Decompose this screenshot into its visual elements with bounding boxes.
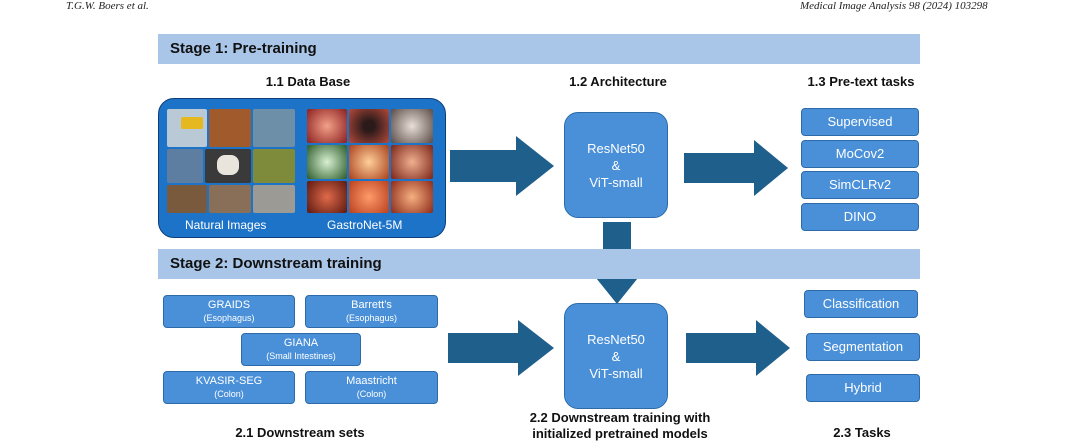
arrow-database-to-arch [450,136,554,196]
dataset-organ: (Small Intestines) [266,350,336,361]
dataset-giana: GIANA (Small Intestines) [241,333,361,366]
dataset-organ: (Esophagus) [203,312,255,323]
dataset-organ: (Esophagus) [345,312,398,323]
gastronet-caption: GastroNet-5M [327,218,403,232]
dataset-organ: (Colon) [356,388,387,399]
stage2-title: Stage 2: Downstream training [170,255,382,272]
dataset-barretts: Barrett’s (Esophagus) [305,295,438,328]
tasks-heading: 2.3 Tasks [833,425,891,440]
stage2-arch-line3: ViT-small [589,365,643,381]
natural-images-caption: Natural Images [185,218,267,232]
stage1-architecture-box: ResNet50 & ViT-small [564,112,668,218]
running-header-journal: Medical Image Analysis 98 (2024) 103298 [800,0,988,12]
task-segmentation: Segmentation [806,333,920,361]
task-hybrid: Hybrid [806,374,920,402]
arrow-datasets-to-arch [448,320,554,376]
stage1-title: Stage 1: Pre-training [170,40,317,57]
dataset-name: Maastricht [346,374,397,387]
dataset-name: KVASIR-SEG [195,374,263,387]
dataset-name: Barrett’s [351,298,392,311]
stage2-bar: Stage 2: Downstream training [158,249,920,279]
dataset-kvasir-seg: KVASIR-SEG (Colon) [163,371,295,404]
dataset-graids: GRAIDS (Esophagus) [163,295,295,328]
datasets-heading: 2.1 Downstream sets [235,425,365,440]
stage1-arch-line3: ViT-small [589,174,643,190]
dataset-maastricht: Maastricht (Colon) [305,371,438,404]
gastronet-collage [307,109,433,213]
stage2-architecture-box: ResNet50 & ViT-small [564,303,668,409]
pretext-heading: 1.3 Pre-text tasks [807,74,915,89]
training-heading-line2: initialized pretrained models [532,426,708,441]
architecture-heading: 1.2 Architecture [569,74,667,89]
dataset-name: GRAIDS [207,298,251,311]
stage2-arch-line2: & [611,348,621,364]
stage1-bar: Stage 1: Pre-training [158,34,920,64]
pretext-task-dino: DINO [801,203,919,231]
training-heading: 2.2 Downstream training with initialized… [500,410,740,442]
database-panel: Natural Images GastroNet-5M [158,98,446,238]
stage2-arch-line1: ResNet50 [587,331,645,347]
pretext-task-mocov2: MoCov2 [801,140,919,168]
dataset-name: GIANA [283,336,319,349]
database-heading: 1.1 Data Base [265,74,351,89]
pretext-task-supervised: Supervised [801,108,919,136]
stage1-arch-line2: & [611,157,621,173]
dataset-organ: (Colon) [214,388,244,399]
stage1-arch-line1: ResNet50 [587,140,645,156]
natural-images-collage [167,109,295,213]
training-heading-line1: 2.2 Downstream training with [529,410,711,425]
running-header-authors: T.G.W. Boers et al. [66,0,149,12]
arrow-arch-to-pretext [684,140,788,196]
task-classification: Classification [804,290,918,318]
pretext-task-simclrv2: SimCLRv2 [801,171,919,199]
arrow-arch-to-tasks [686,320,790,376]
